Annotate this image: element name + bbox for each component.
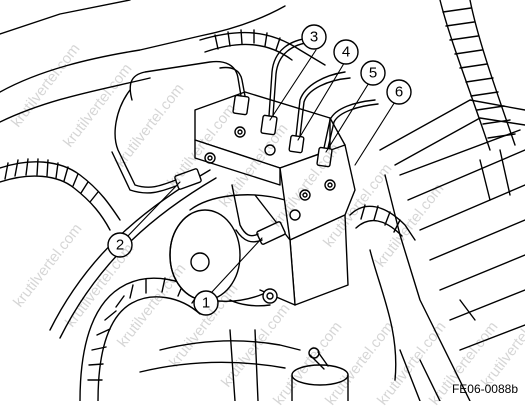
callout-6-circle <box>386 79 412 105</box>
body-contour-top <box>0 5 286 93</box>
callout-2-circle <box>107 232 133 258</box>
left-corrugated-hose <box>0 158 121 231</box>
callout-3-label: 3 <box>310 29 318 46</box>
leader-lines <box>125 49 399 294</box>
callout-1-label: 1 <box>202 295 210 312</box>
ports <box>204 126 336 221</box>
callout-4-label: 4 <box>342 44 350 61</box>
callouts <box>107 24 412 316</box>
callout-2-label: 2 <box>116 237 124 254</box>
right-corrugated-hose <box>439 0 516 151</box>
callout-3-circle <box>301 24 327 50</box>
callout-6-label: 6 <box>395 84 403 101</box>
callout-1-circle <box>193 290 219 316</box>
connector-cable <box>349 204 416 381</box>
callout-5-label: 5 <box>369 65 377 82</box>
body-contour-left <box>0 77 151 123</box>
figure-code: FE06-0088b <box>451 382 518 396</box>
callout-4-circle <box>333 39 359 65</box>
reservoir <box>291 347 349 402</box>
callout-5-circle <box>360 60 386 86</box>
pipe-fittings <box>174 94 333 304</box>
air-filter-housing <box>379 99 525 402</box>
